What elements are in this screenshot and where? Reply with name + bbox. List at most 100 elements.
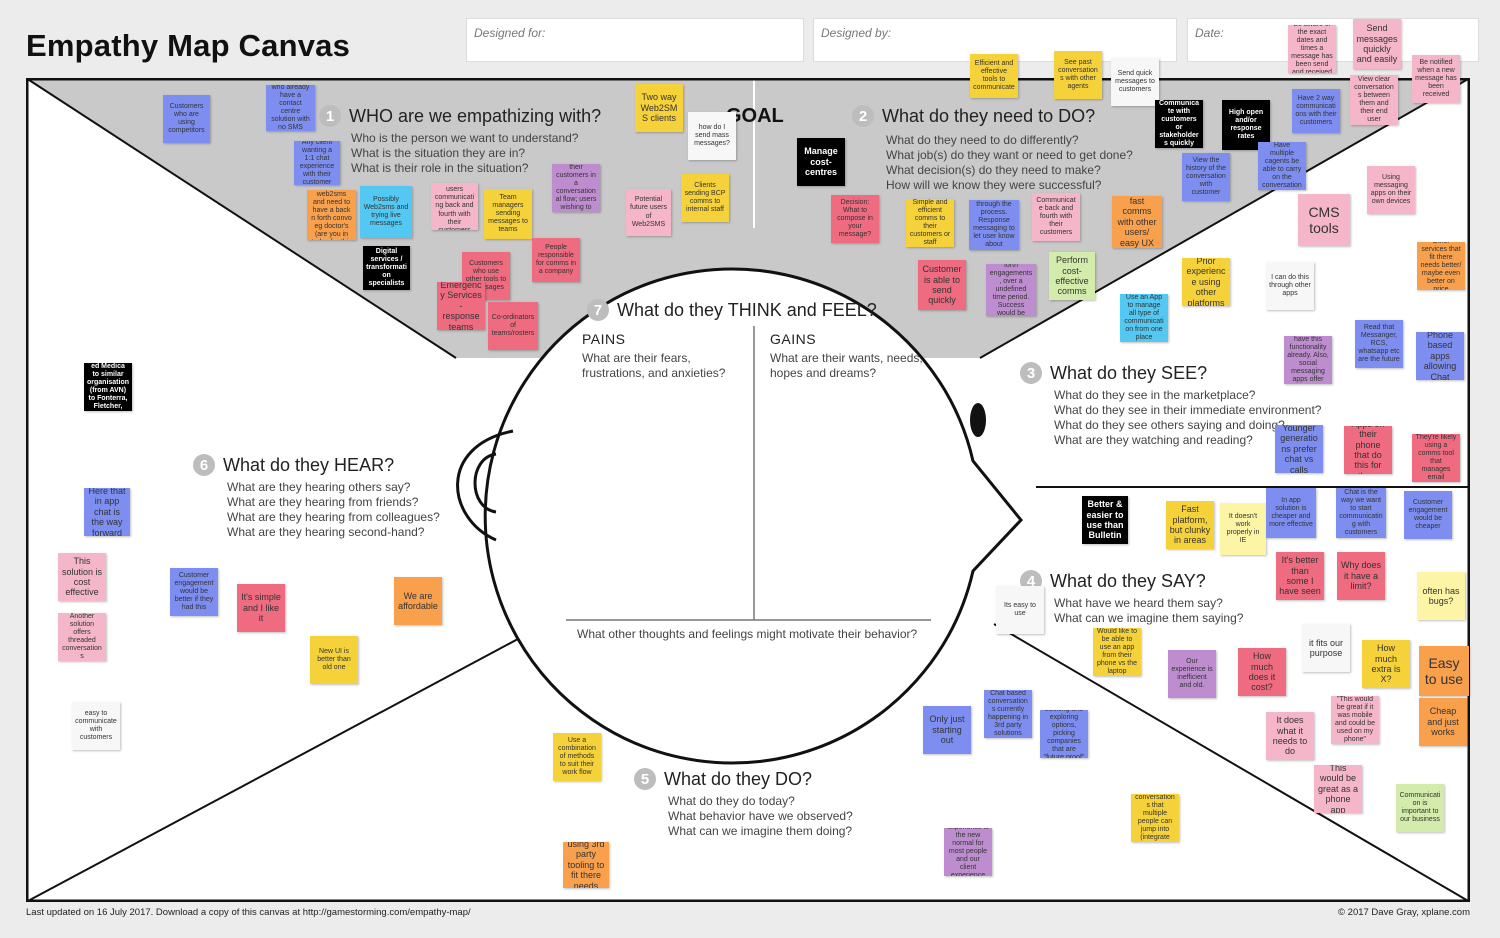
sticky-note[interactable]: Have multiple cagents be able to carry o… bbox=[1258, 142, 1306, 190]
sticky-note[interactable]: Threaded/chat conversations that multipl… bbox=[1131, 794, 1179, 842]
sticky-note[interactable]: Communicate with customers or stakeholde… bbox=[1155, 100, 1203, 148]
sticky-note[interactable]: Looking and exploring options, picking c… bbox=[1040, 710, 1088, 758]
sticky-note[interactable]: Emergency Services - response teams bbox=[437, 282, 485, 330]
sticky-note[interactable]: how do I send mass messages? bbox=[688, 112, 736, 160]
sticky-note[interactable]: Decision: What to compose in your messag… bbox=[831, 195, 879, 243]
sticky-note[interactable]: Potential future users of Web2SMS bbox=[626, 189, 671, 236]
sticky-note[interactable]: Use a combination of methods to suit the… bbox=[553, 733, 601, 781]
page-title: Empathy Map Canvas bbox=[26, 28, 351, 63]
sticky-note[interactable]: Chat is the way we want to start communi… bbox=[1336, 488, 1386, 538]
sticky-note[interactable]: Web2SMS users communicating back and fou… bbox=[431, 183, 478, 230]
sticky-note[interactable]: Customer engagement would be better if t… bbox=[170, 568, 218, 616]
sticky-note[interactable]: "This would be great if it was mobile an… bbox=[1331, 696, 1379, 744]
sticky-note[interactable]: Customers who use other tools to send sa… bbox=[462, 252, 510, 300]
pains-text: What are their fears, frustrations, and … bbox=[582, 351, 726, 380]
sticky-note[interactable]: This would be great as a phone app bbox=[1314, 765, 1362, 813]
sticky-note[interactable]: using 3rd party tooling to fit there nee… bbox=[563, 842, 609, 888]
sticky-note[interactable]: fast comms with other users/ easy UX bbox=[1112, 196, 1162, 248]
sticky-note[interactable]: Possibly Web2sms and trying live message… bbox=[360, 186, 412, 238]
sticky-note[interactable]: Manage cost-centres bbox=[797, 138, 845, 186]
sticky-note[interactable]: It's better than some I have seen bbox=[1276, 552, 1324, 600]
sticky-note[interactable]: People responsible for comms in a compan… bbox=[532, 238, 580, 282]
sticky-note[interactable]: How much extra is X? bbox=[1362, 640, 1410, 688]
sticky-note[interactable]: Team managers sending messages to teams bbox=[484, 189, 532, 239]
section-title: What do they SAY? bbox=[1050, 570, 1206, 591]
sticky-note[interactable]: Easy to use bbox=[1419, 646, 1469, 696]
sticky-note[interactable]: Why does it have a limit? bbox=[1337, 552, 1385, 600]
sticky-note[interactable]: They're likely using a comms tool that m… bbox=[1412, 434, 1460, 482]
sticky-note[interactable]: Use an App to manage all type of communi… bbox=[1120, 294, 1168, 342]
sticky-note[interactable]: Customers who are using competitors bbox=[163, 95, 210, 143]
sticky-note[interactable]: Be aware of the exact dates and times a … bbox=[1288, 25, 1336, 73]
sticky-note[interactable]: This solution is cost effective bbox=[58, 553, 106, 601]
sticky-note[interactable]: Send quick messages to customers bbox=[1111, 58, 1159, 106]
sticky-note[interactable]: Would like to be able to use an app from… bbox=[1093, 628, 1141, 676]
sticky-note[interactable]: Send easy conversations with multiple ba… bbox=[986, 264, 1036, 316]
sticky-note[interactable]: Some competitors have this functionality… bbox=[1284, 336, 1332, 384]
designed-for-field[interactable]: Designed for: bbox=[466, 18, 804, 62]
sticky-note[interactable]: Another solution offers threaded convers… bbox=[58, 613, 106, 661]
sticky-note[interactable]: It doesn't work properly in IE bbox=[1220, 503, 1266, 555]
sticky-note[interactable]: Chat based conversations currently happe… bbox=[984, 690, 1032, 738]
sticky-note[interactable]: This type of messaging experience is the… bbox=[944, 828, 992, 876]
sticky-note[interactable]: Phone based apps allowing Chat bbox=[1416, 332, 1464, 380]
sticky-note[interactable]: Younger generations prefer chat vs calls bbox=[1275, 425, 1323, 473]
sticky-note[interactable]: easy to communicate with customers bbox=[72, 702, 120, 750]
sticky-note[interactable]: Apps on their phone that do this for the… bbox=[1344, 426, 1392, 474]
sticky-note[interactable]: Cheap and just works bbox=[1419, 698, 1467, 746]
sticky-note[interactable]: it fits our purpose bbox=[1302, 624, 1350, 672]
section-number: 3 bbox=[1020, 362, 1042, 384]
sticky-note[interactable]: Our experience is inefficient and old. bbox=[1168, 650, 1216, 698]
sticky-note[interactable]: See past conversations with other agents bbox=[1054, 51, 1102, 99]
sticky-note[interactable]: View the history of the conversation wit… bbox=[1182, 153, 1230, 201]
sticky-note[interactable]: Communication is important to our busine… bbox=[1396, 784, 1444, 832]
sticky-note[interactable]: Customers who already have a contact cen… bbox=[266, 85, 315, 131]
sticky-note[interactable]: New UI is better than old one bbox=[310, 636, 358, 684]
question: What can we imagine them doing? bbox=[668, 824, 853, 838]
sticky-note[interactable]: Other services that fit there needs bett… bbox=[1417, 242, 1465, 290]
sticky-note[interactable]: Clean UI to guide users through the proc… bbox=[969, 200, 1019, 250]
sticky-note[interactable]: Be notified when a new message has been … bbox=[1412, 55, 1460, 103]
sticky-note[interactable]: Prior experience using other platforms bbox=[1182, 258, 1230, 306]
sticky-note[interactable]: Co-ordinators of teams/rosters bbox=[488, 302, 538, 350]
section-number: 7 bbox=[587, 299, 609, 321]
sticky-note[interactable]: Have 2 way communications with their cus… bbox=[1292, 89, 1340, 133]
sticky-note[interactable]: Two way Web2SMS clients bbox=[635, 84, 683, 132]
sticky-note[interactable]: Efficient and effective tools to communi… bbox=[970, 54, 1018, 98]
sticky-note[interactable]: I can do this through other apps bbox=[1266, 262, 1314, 310]
question: What do they see others saying and doing… bbox=[1054, 418, 1285, 432]
sticky-note[interactable]: Here that in app chat is the way forward bbox=[84, 488, 130, 536]
sticky-note[interactable]: Customers that use web2sms and need to h… bbox=[307, 190, 356, 240]
gains-text: What are their wants, needs, hopes and d… bbox=[770, 351, 923, 380]
sticky-note[interactable]: Customer engagement would be cheaper bbox=[1404, 491, 1452, 539]
sticky-note[interactable]: It does what it needs to do bbox=[1266, 712, 1314, 760]
sticky-note[interactable]: CMS tools bbox=[1298, 194, 1350, 246]
sticky-note[interactable]: Customer is able to send quickly bbox=[918, 260, 966, 310]
sticky-note[interactable]: often has bugs? bbox=[1417, 572, 1465, 620]
sticky-note[interactable]: Simple and efficient comms to their cust… bbox=[906, 199, 954, 247]
sticky-note[interactable]: Digital services / transformation specia… bbox=[363, 246, 410, 290]
sticky-note[interactable]: High open and/or response rates bbox=[1222, 100, 1270, 150]
sticky-note[interactable]: How much does it cost? bbox=[1238, 648, 1286, 696]
sticky-note[interactable]: Any client wanting a 1:1 chat experience… bbox=[294, 141, 340, 185]
sticky-note[interactable]: Better & easier to use than Bulletin bbox=[1082, 496, 1128, 544]
sticky-note[interactable]: In app solution is cheaper and more effe… bbox=[1266, 488, 1316, 538]
designed-by-label: Designed by: bbox=[821, 26, 892, 40]
sticky-note[interactable]: Fast platform, but clunky in areas bbox=[1166, 501, 1214, 549]
sticky-note[interactable]: View clear conversations between them an… bbox=[1350, 75, 1398, 125]
sticky-note[interactable]: It's simple and I like it bbox=[237, 584, 285, 632]
sticky-note[interactable]: We are affordable bbox=[394, 577, 442, 625]
sticky-note[interactable]: Clients sending BCP comms to internal st… bbox=[681, 174, 729, 222]
sticky-note[interactable]: Its easy to use bbox=[996, 586, 1044, 634]
sticky-note[interactable]: Perform cost-effective comms bbox=[1049, 252, 1095, 300]
sticky-note[interactable]: Read that Messanger, RCS, whatsapp etc a… bbox=[1355, 320, 1403, 368]
sticky-note[interactable]: Send messages quickly and easily bbox=[1353, 19, 1401, 69]
sticky-note[interactable]: Using messaging apps on their own device… bbox=[1367, 166, 1415, 214]
sticky-note[interactable]: Heavily recommended Medica to similar or… bbox=[84, 363, 132, 411]
sticky-note[interactable]: Communicate back and fourth with their c… bbox=[1032, 193, 1080, 241]
sticky-note[interactable]: Users wishing to engage with their custo… bbox=[552, 164, 600, 212]
sticky-note[interactable]: Only just starting out bbox=[923, 706, 971, 754]
